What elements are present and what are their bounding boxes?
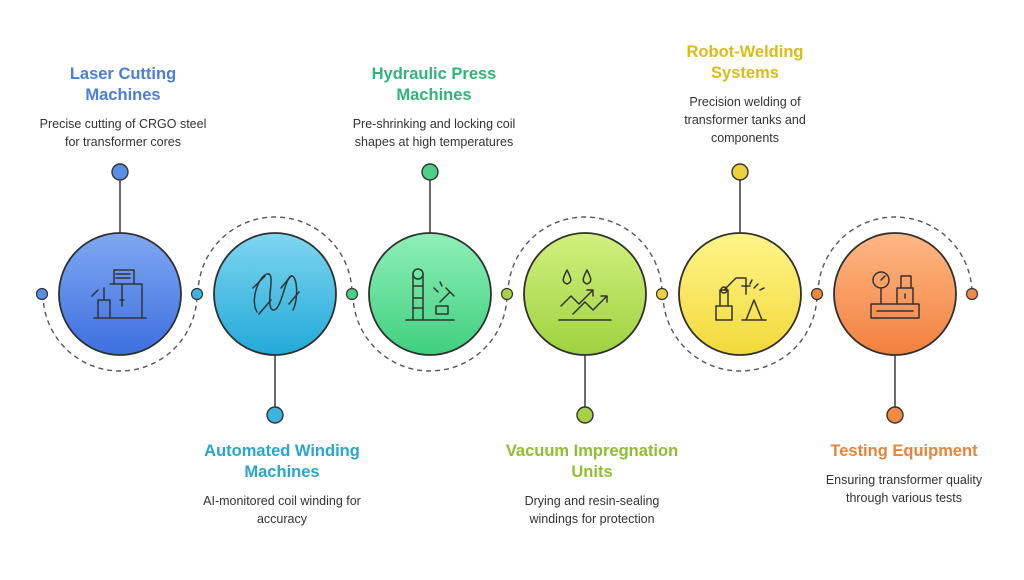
step-4-text: Vacuum Impregnation Units Drying and res… bbox=[482, 441, 702, 528]
step-4-title: Vacuum Impregnation Units bbox=[505, 442, 679, 481]
step-circle-3 bbox=[368, 232, 492, 356]
step-1-title: Laser Cutting Machines bbox=[69, 65, 177, 104]
step-4-description: Drying and resin-sealing windings for pr… bbox=[524, 494, 660, 526]
junction-dot-5 bbox=[655, 287, 669, 301]
stem-dot-2 bbox=[266, 406, 284, 424]
step-6-text: Testing Equipment Ensuring transformer q… bbox=[794, 441, 1014, 507]
dashed-connector-4 bbox=[507, 216, 663, 295]
step-3-text: Hydraulic Press Machines Pre-shrinking a… bbox=[324, 64, 544, 151]
junction-dot-2 bbox=[190, 287, 204, 301]
step-5-text: Robot-Welding Systems Precision welding … bbox=[635, 42, 855, 147]
step-6-description: Ensuring transformer quality through var… bbox=[825, 473, 983, 505]
coil-winding-icon bbox=[252, 273, 300, 315]
dashed-connector-1 bbox=[42, 293, 198, 372]
step-3-title: Hydraulic Press Machines bbox=[371, 65, 497, 104]
welding-robot-icon bbox=[715, 277, 767, 321]
junction-dot-3 bbox=[345, 287, 359, 301]
step-circle-5 bbox=[678, 232, 802, 356]
step-1-description: Precise cutting of CRGO steel for transf… bbox=[39, 117, 207, 149]
testing-gauge-icon bbox=[870, 271, 920, 319]
junction-dot-6 bbox=[810, 287, 824, 301]
stem-dot-5 bbox=[731, 163, 749, 181]
step-5-description: Precision welding of transformer tanks a… bbox=[684, 95, 806, 145]
step-circle-1 bbox=[58, 232, 182, 356]
resin-drops-icon bbox=[558, 269, 612, 321]
junction-dot-7 bbox=[965, 287, 979, 301]
dashed-connector-3 bbox=[352, 293, 508, 372]
stem-dot-4 bbox=[576, 406, 594, 424]
step-6-title: Testing Equipment bbox=[830, 442, 978, 460]
stem-dot-3 bbox=[421, 163, 439, 181]
hydraulic-press-icon bbox=[405, 268, 455, 321]
junction-dot-4 bbox=[500, 287, 514, 301]
step-2-description: AI-monitored coil winding for accuracy bbox=[203, 494, 361, 526]
step-5-title: Robot-Welding Systems bbox=[686, 43, 804, 82]
step-circle-4 bbox=[523, 232, 647, 356]
dashed-connector-2 bbox=[197, 216, 353, 295]
step-circle-6 bbox=[833, 232, 957, 356]
stem-dot-1 bbox=[111, 163, 129, 181]
laser-cutting-machine-icon bbox=[91, 269, 147, 319]
junction-dot-1 bbox=[35, 287, 49, 301]
step-3-description: Pre-shrinking and locking coil shapes at… bbox=[352, 117, 516, 149]
dashed-connector-5 bbox=[662, 293, 818, 372]
step-1-text: Laser Cutting Machines Precise cutting o… bbox=[13, 64, 233, 151]
step-2-text: Automated Winding Machines AI-monitored … bbox=[172, 441, 392, 528]
dashed-connector-6 bbox=[817, 216, 973, 295]
stem-dot-6 bbox=[886, 406, 904, 424]
step-2-title: Automated Winding Machines bbox=[204, 442, 360, 481]
step-circle-2 bbox=[213, 232, 337, 356]
